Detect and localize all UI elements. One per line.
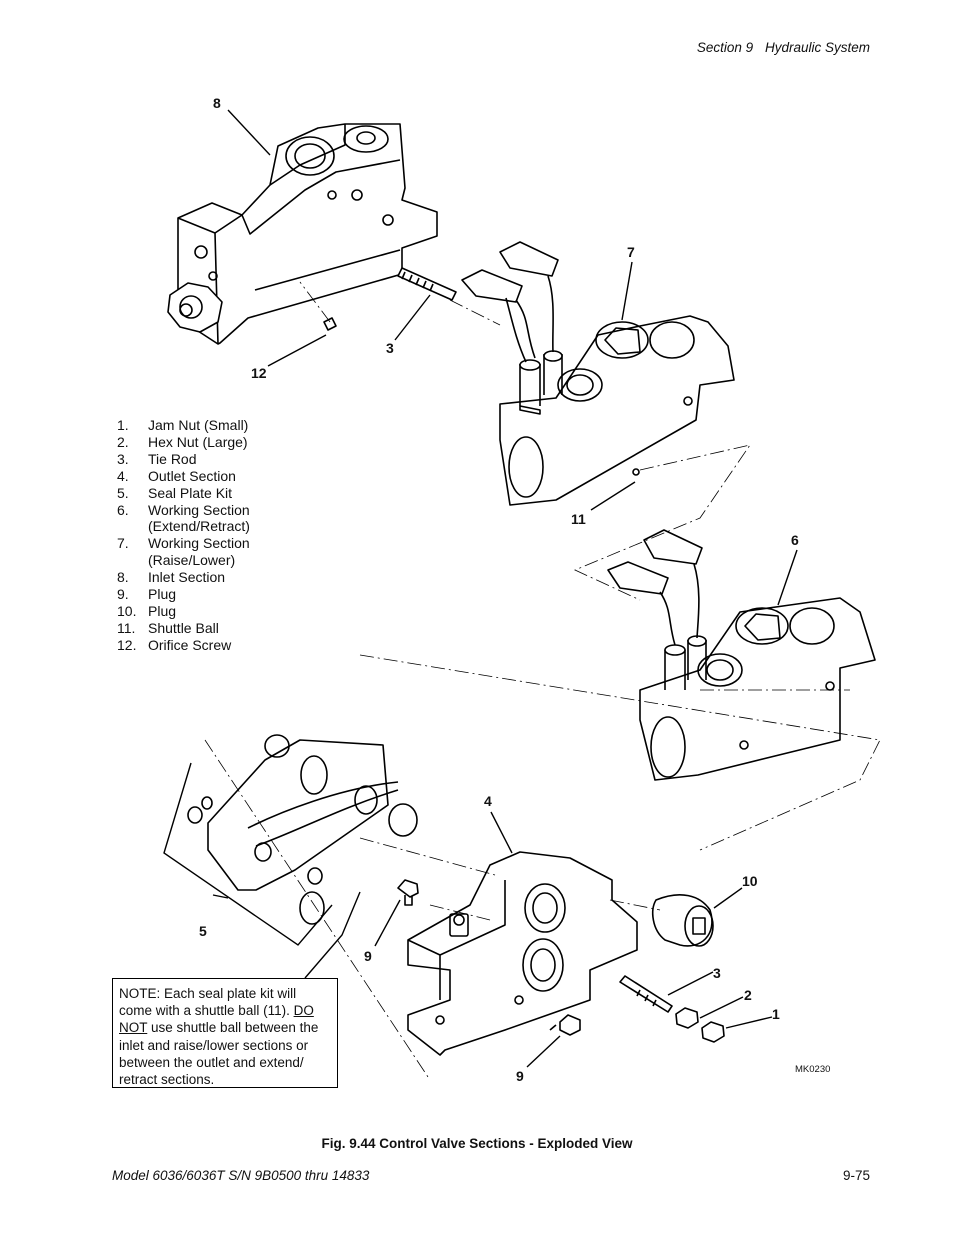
callout-12: 12 (251, 365, 267, 381)
outlet-section-drawing (407, 851, 638, 1056)
part-name: Outlet Section (148, 467, 236, 484)
callout-1: 1 (772, 1006, 780, 1022)
part-number: 12. (117, 636, 137, 653)
parts-list-item: 10. Plug (117, 603, 288, 620)
part-number: 5. (117, 484, 129, 501)
part-name: Working Section (Extend/Retract) (148, 501, 250, 535)
note-box: NOTE: Each seal plate kit will come with… (112, 978, 338, 1088)
section-label: Section 9 (696, 40, 754, 55)
drawing-id: MK0230 (795, 1064, 831, 1075)
part-number: 6. (117, 501, 129, 518)
callout-3-upper: 3 (386, 340, 394, 356)
callout-5: 5 (199, 923, 207, 939)
part-name: Orifice Screw (148, 636, 232, 653)
part-name: Working Section (Raise/Lower) (148, 535, 250, 569)
callout-2: 2 (744, 987, 752, 1003)
part-number: 1. (117, 417, 129, 433)
tie-rod-upper-drawing (397, 267, 457, 301)
parts-list-item: 6. Working Section (Extend/Retract) (117, 502, 288, 536)
callout-11: 11 (571, 511, 586, 527)
part-name: Tie Rod (148, 450, 197, 467)
note-text-start: NOTE: Each seal plate kit will come with… (119, 986, 297, 1019)
note-emphasis-do: DO (293, 1003, 314, 1019)
parts-list-item: 2. Hex Nut (Large) (117, 434, 288, 451)
parts-list-item: 3. Tie Rod (117, 451, 288, 468)
part-name: Shuttle Ball (148, 619, 219, 636)
part-number: 10. (117, 602, 137, 619)
part-number: 11. (117, 619, 136, 636)
part-number: 2. (117, 433, 129, 450)
parts-list-item: 5. Seal Plate Kit (117, 485, 288, 502)
callout-9-upper: 9 (364, 948, 372, 964)
section-title: Hydraulic System (764, 40, 870, 55)
parts-list-item: 4. Outlet Section (117, 468, 288, 485)
footer-page-number: 9-75 (842, 1168, 870, 1183)
seal-plate-kit-drawing (187, 734, 418, 925)
part-number: 7. (117, 535, 129, 552)
part-name: Jam Nut (Small) (148, 417, 249, 433)
parts-list-item: 9. Plug (117, 586, 288, 603)
part-number: 8. (117, 569, 129, 586)
parts-list-item: 8. Inlet Section (117, 569, 288, 586)
callout-7: 7 (627, 244, 635, 260)
footer-model: Model 6036/6036T S/N 9B0500 thru 14833 (112, 1168, 370, 1183)
part-number: 4. (117, 467, 129, 484)
callout-4: 4 (484, 793, 492, 809)
callout-3-lower: 3 (713, 965, 721, 981)
part-name: Inlet Section (148, 569, 226, 586)
callout-8: 8 (213, 95, 221, 111)
part-number: 3. (117, 450, 129, 467)
page-header: Section 9 Hydraulic System (697, 40, 870, 55)
note-text-end: use shuttle ball between the inlet and r… (119, 1020, 319, 1088)
note-emphasis-not: NOT (119, 1020, 148, 1036)
figure-caption: Fig. 9.44 Control Valve Sections - Explo… (321, 1136, 633, 1151)
part-name: Plug (148, 602, 177, 619)
callout-10: 10 (742, 873, 758, 889)
parts-list-item: 7. Working Section (Raise/Lower) (117, 535, 288, 569)
part-name: Hex Nut (Large) (148, 433, 248, 450)
parts-list: 1. Jam Nut (Small) 2. Hex Nut (Large) 3. Ti… (117, 417, 288, 654)
part-name: Plug (148, 586, 177, 603)
inlet-section-drawing (167, 123, 438, 345)
callout-9-lower: 9 (516, 1068, 524, 1084)
working-section-raise-lower-drawing (461, 241, 735, 506)
working-section-extend-retract-drawing (607, 529, 876, 781)
parts-list-item: 11. Shuttle Ball (117, 620, 288, 637)
callout-6: 6 (791, 532, 799, 548)
part-name: Seal Plate Kit (148, 484, 233, 501)
parts-list-item: 1. Jam Nut (Small) (117, 417, 288, 434)
part-number: 9. (117, 586, 129, 603)
parts-list-item: 12. Orifice Screw (117, 637, 288, 654)
